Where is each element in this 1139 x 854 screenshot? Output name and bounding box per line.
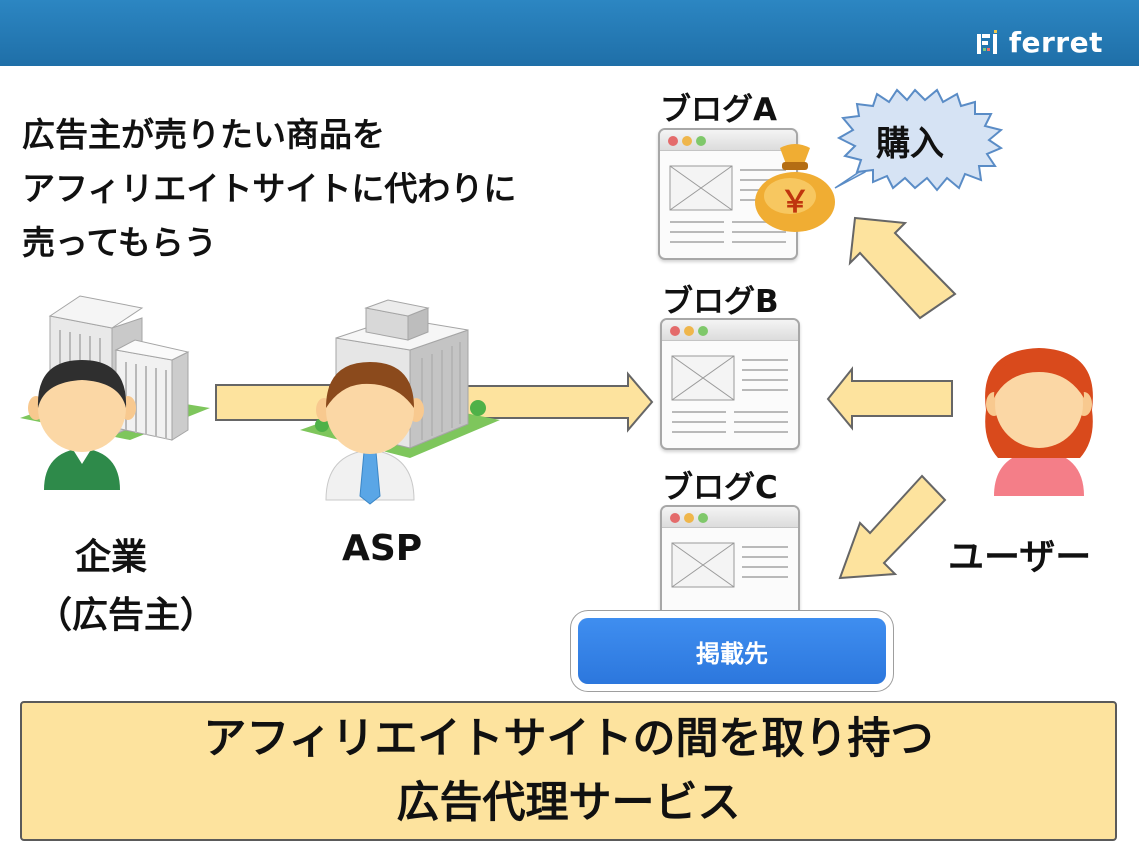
publish-destination-button[interactable]: 掲載先 <box>578 618 886 684</box>
blog-c-title: ブログC <box>662 470 778 506</box>
company-sublabel: （広告主） <box>36 595 217 636</box>
intro-text: 広告主が売りたい商品を アフィリエイトサイトに代わりに 売ってもらう <box>22 108 602 270</box>
intro-line-2: アフィリエイトサイトに代わりに <box>22 169 517 208</box>
company-label: 企業 <box>75 537 148 578</box>
close-dot-icon <box>670 326 680 336</box>
summary-line-2: 広告代理サービス <box>396 778 741 828</box>
minimize-dot-icon <box>682 136 692 146</box>
maximize-dot-icon <box>698 513 708 523</box>
close-dot-icon <box>670 513 680 523</box>
asp-label: ASP <box>342 528 423 569</box>
header-bar <box>0 0 1139 66</box>
blog-b-title: ブログB <box>662 284 779 320</box>
intro-line-3: 売ってもらう <box>22 223 217 262</box>
minimize-dot-icon <box>684 326 694 336</box>
close-dot-icon <box>668 136 678 146</box>
page-placeholder-icon <box>671 542 788 588</box>
maximize-dot-icon <box>698 326 708 336</box>
window-title-bar <box>660 130 796 151</box>
purchase-label: 購入 <box>876 124 944 164</box>
maximize-dot-icon <box>696 136 706 146</box>
yen-sign: ￥ <box>780 185 810 220</box>
summary-line-1: アフィリエイトサイトの間を取り持つ <box>203 714 934 764</box>
window-title-bar <box>662 320 798 341</box>
brand-logo: ferret <box>976 26 1103 59</box>
window-title-bar <box>662 507 798 528</box>
page-placeholder-icon <box>669 165 786 243</box>
summary-box: アフィリエイトサイトの間を取り持つ 広告代理サービス <box>20 701 1117 841</box>
purchase-burst-bubble <box>834 88 1004 192</box>
minimize-dot-icon <box>684 513 694 523</box>
blog-a-title: ブログA <box>660 92 777 128</box>
intro-line-1: 広告主が売りたい商品を <box>22 115 385 154</box>
user-label: ユーザー <box>948 537 1092 578</box>
blog-c-window <box>660 505 800 619</box>
user-person-icon <box>985 348 1093 496</box>
brand-name: ferret <box>1008 26 1103 59</box>
asp-person-icon <box>316 362 424 505</box>
ferret-logo-icon <box>976 29 997 54</box>
blog-b-window <box>660 318 800 450</box>
page-placeholder-icon <box>671 355 788 433</box>
company-person-icon <box>28 360 136 490</box>
money-bag-icon: ￥ <box>755 144 835 232</box>
